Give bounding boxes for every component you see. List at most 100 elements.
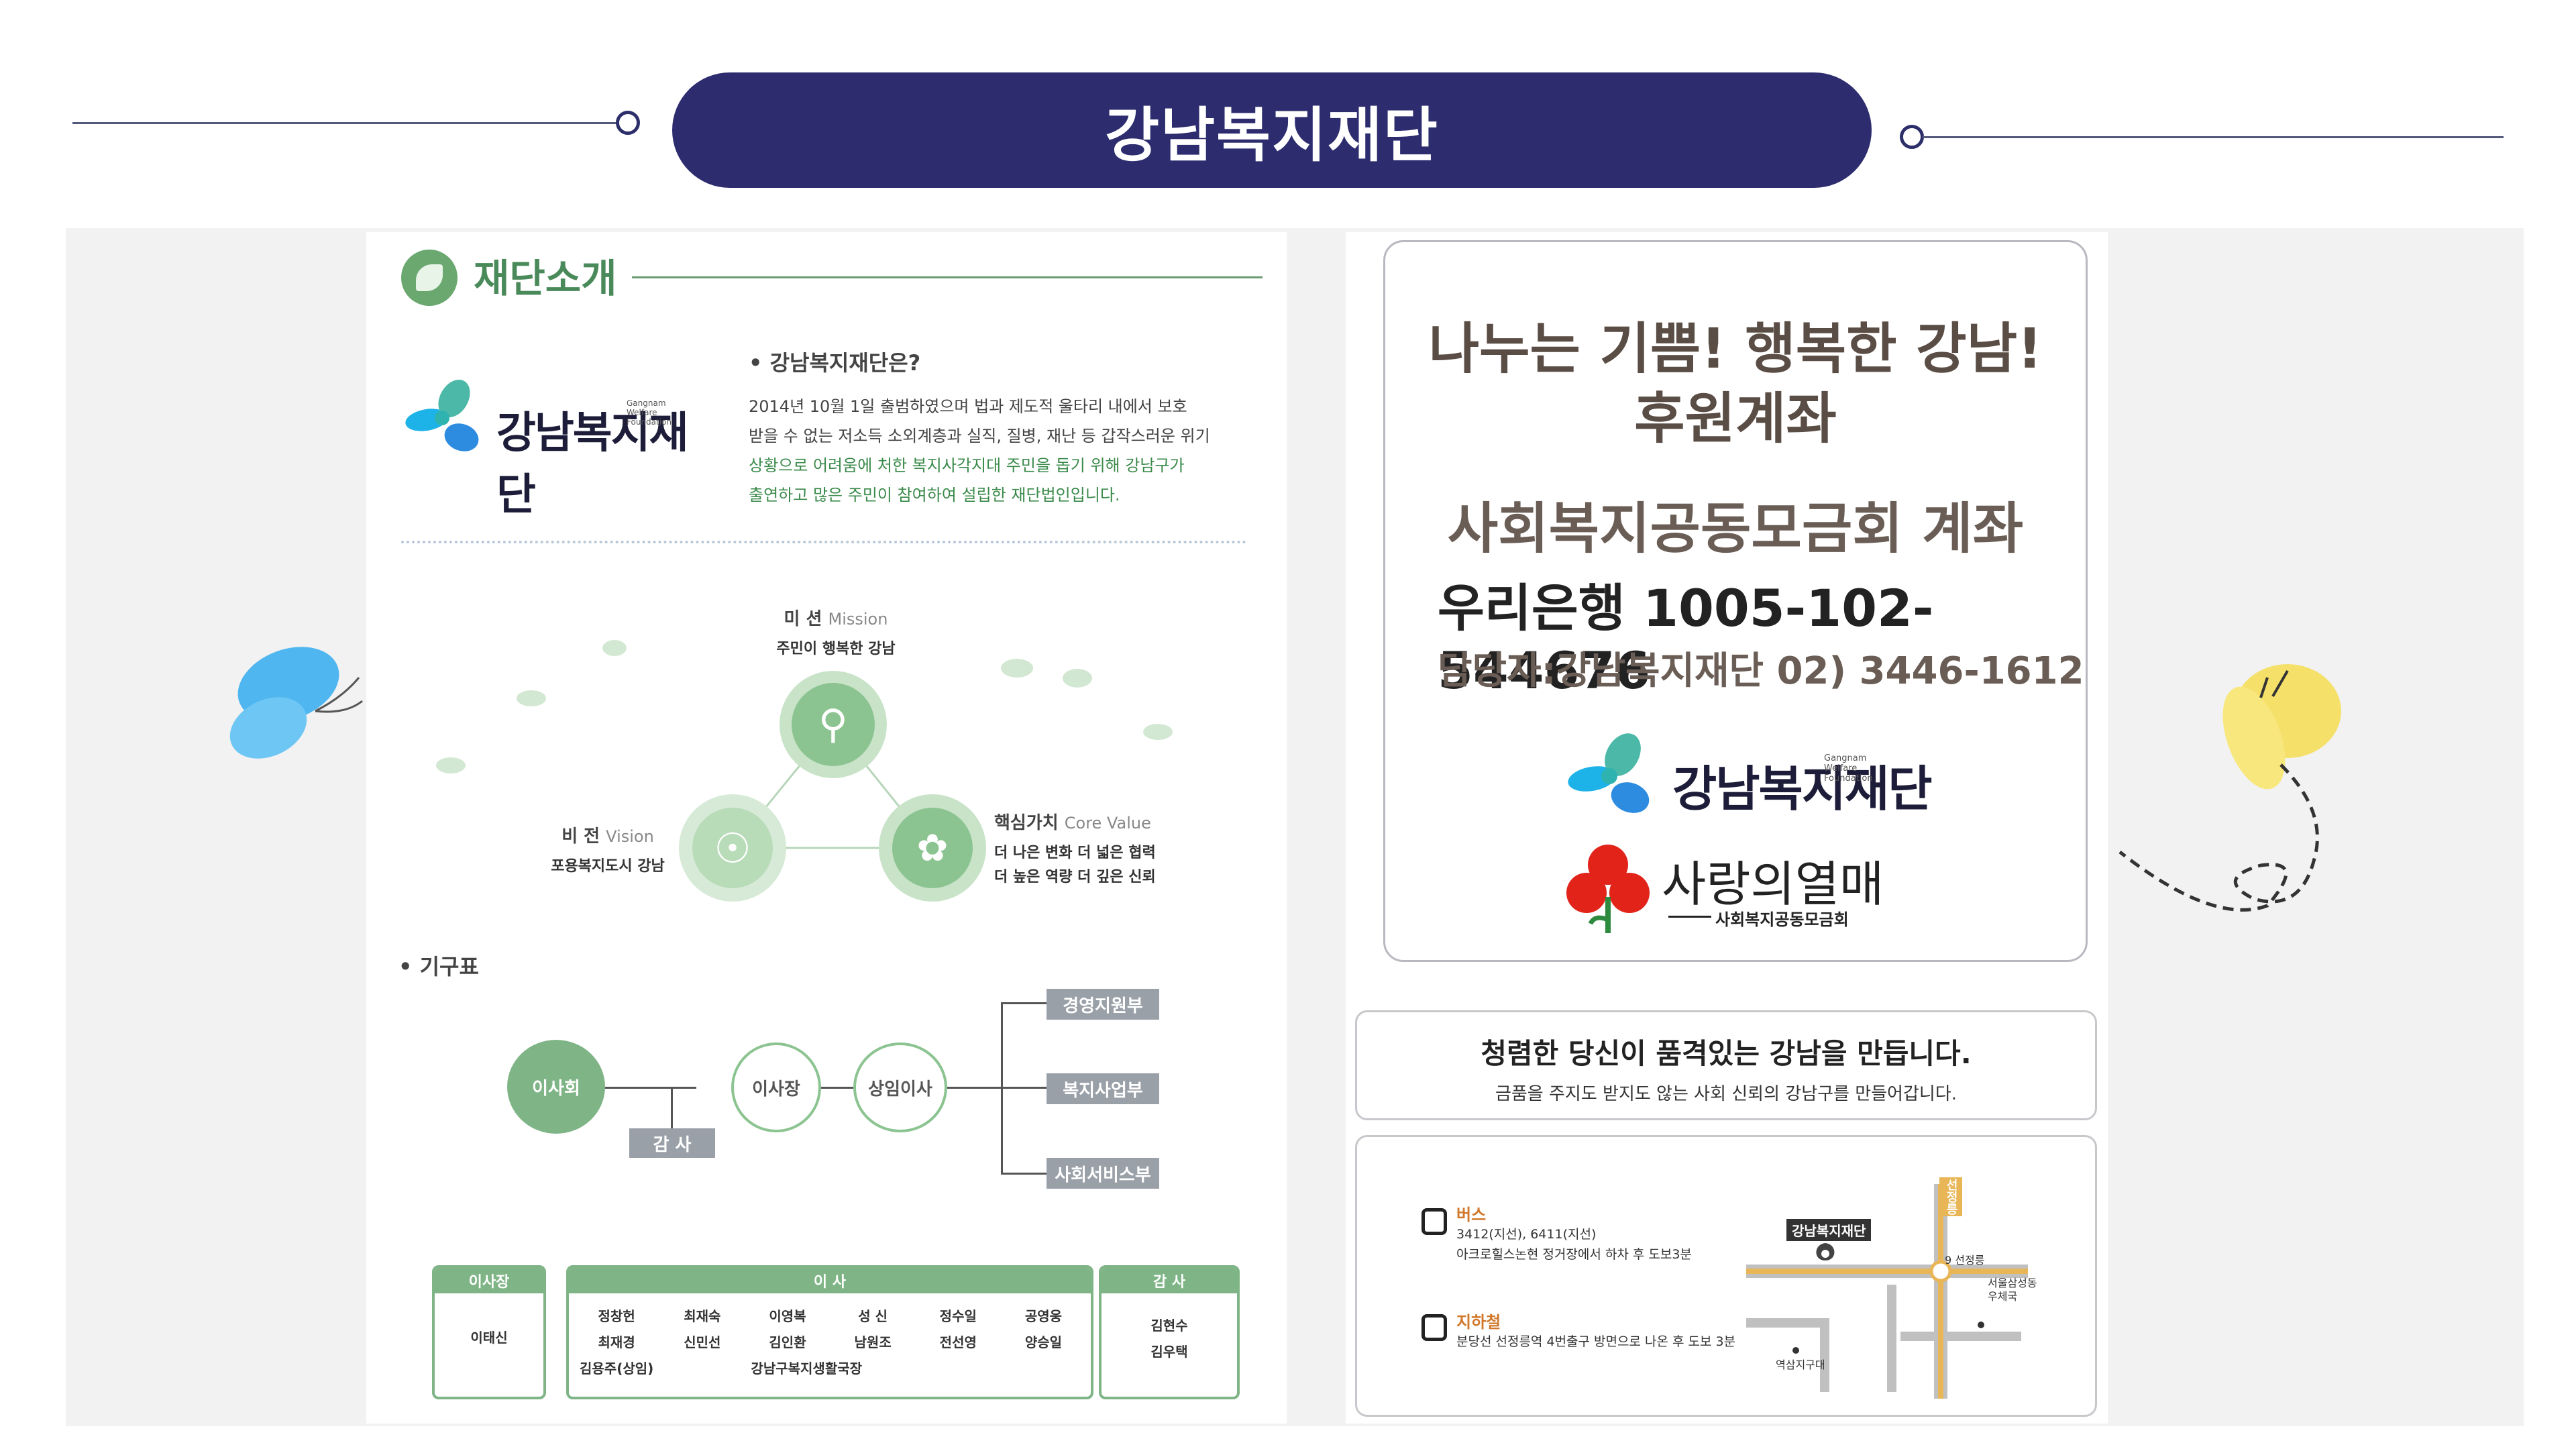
org-auditor: 감 사 xyxy=(629,1128,715,1158)
love-fruit-logo: 사랑의열매 사회복지공동모금회 xyxy=(1561,839,1937,940)
org-chart-heading: • 기구표 xyxy=(398,954,479,979)
chairman-table: 이사장 이태신 xyxy=(432,1265,546,1399)
subway-icon xyxy=(1421,1314,1447,1341)
page-title: 강남복지재단 xyxy=(672,72,1872,188)
vision-label: 비 전 Vision 포용복지도시 강남 xyxy=(551,826,665,875)
directors-table-header: 이 사 xyxy=(569,1268,1091,1293)
org-connector xyxy=(1001,1173,1046,1175)
header-line-left xyxy=(72,122,621,124)
chairman-name: 이태신 xyxy=(470,1330,508,1346)
header-dot-right xyxy=(1900,125,1924,149)
auditor-name: 김우택 xyxy=(1150,1344,1188,1360)
logo-petal-icon xyxy=(1607,777,1654,818)
subway-route: 분당선 선정릉역 4번출구 방면으로 나온 후 도보 3분 xyxy=(1456,1334,1736,1349)
director-name: 최재경 xyxy=(598,1334,635,1350)
org-connector xyxy=(1001,1002,1046,1004)
love-fruit-subtitle: 사회복지공동모금회 xyxy=(1715,910,1849,929)
intro-line: 상황으로 어려움에 처한 복지사각지대 주민을 돕기 위해 강남구가 xyxy=(749,456,1185,475)
org-connector xyxy=(557,1087,696,1089)
core-value-label: 핵심가치 Core Value 더 나은 변화 더 넓은 협력 더 높은 역량 … xyxy=(994,813,1156,885)
director-name: 김인환 xyxy=(769,1334,806,1350)
org-chairman: 이사장 xyxy=(731,1042,821,1132)
org-connector xyxy=(947,1087,1001,1089)
foundation-intro-document: 재단소개 강남복지재단 Gangnam Welfare Foundation •… xyxy=(366,232,1287,1424)
logo-wordmark: 강남복지재단 xyxy=(496,409,688,520)
vision-circle: ☉ xyxy=(679,794,786,902)
director-name: 양승일 xyxy=(1024,1334,1063,1350)
magnifier-icon: ⚲ xyxy=(818,701,848,748)
logo-subtitle: Gangnam Welfare Foundation xyxy=(627,398,672,427)
account-organization: 사회복지공동모금회 계좌 xyxy=(1447,497,2024,561)
logo-wordmark: 강남복지재단 xyxy=(1672,761,1932,817)
map-line-label: 9 선정릉 xyxy=(1945,1254,1985,1267)
org-director: 상임이사 xyxy=(853,1042,947,1132)
org-connector xyxy=(671,1087,673,1128)
director-name: 정창헌 xyxy=(598,1308,635,1324)
org-dept-welfare: 복지사업부 xyxy=(1046,1073,1159,1104)
butterfly-icon xyxy=(436,640,1173,773)
director-name: 이영복 xyxy=(769,1308,806,1324)
yellow-butterfly-icon xyxy=(2118,664,2341,912)
contact-info: 담당자:강남복지재단 02) 3446-1612 xyxy=(1438,649,2084,693)
intro-block: • 강남복지재단은? 2014년 10월 1일 출범하였으며 법과 제도적 울타… xyxy=(749,346,1265,510)
bank-account-number: 우리은행 1005-102-544676 xyxy=(1438,578,1934,700)
donation-slogan: 나누는 기쁨! 행복한 강남! 후원계좌 xyxy=(1428,317,2043,451)
dotted-divider xyxy=(401,541,1246,543)
mission-label: 미 션 Mission 주민이 행복한 강남 xyxy=(776,609,896,657)
integrity-subtext: 금품을 주지도 받지도 않는 사회 신뢰의 강남구를 만들어갑니다. xyxy=(1495,1084,1957,1104)
bus-icon xyxy=(1421,1208,1447,1235)
intro-line: 출연하고 많은 주민이 참여하여 설립한 재단법인입니다. xyxy=(749,486,1120,504)
logo-petal-icon xyxy=(435,411,449,425)
director-name: 정수일 xyxy=(939,1308,977,1324)
chairman-table-header: 이사장 xyxy=(435,1268,543,1293)
mission-circle: ⚲ xyxy=(780,671,887,778)
director-name: 최재숙 xyxy=(684,1308,721,1324)
director-name: 신민선 xyxy=(684,1334,721,1350)
org-connector xyxy=(1001,1087,1046,1089)
logo-petal-icon xyxy=(1601,768,1617,784)
integrity-heading: 청렴한 당신이 품격있는 강남을 만듭니다. xyxy=(1481,1037,1972,1070)
header-dot-left xyxy=(616,111,640,135)
director-name xyxy=(665,1358,739,1377)
map-post-office-label: 서울삼성동 우체국 xyxy=(1988,1277,2037,1303)
org-board: 이사회 xyxy=(507,1040,605,1134)
director-name: 김용주(상임) xyxy=(580,1360,654,1377)
auditor-name: 김현수 xyxy=(1150,1318,1188,1334)
director-name: 성 신 xyxy=(858,1308,888,1324)
director-name: 강남구복지생활국장 xyxy=(751,1360,863,1377)
donation-account-box: 나누는 기쁨! 행복한 강남! 후원계좌 사회복지공동모금회 계좌 우리은행 1… xyxy=(1383,240,2088,962)
director-name: 남원조 xyxy=(854,1334,892,1350)
intro-line: 받을 수 없는 저소득 소외계층과 실직, 질병, 재난 등 갑작스러운 위기 xyxy=(749,427,1210,445)
bus-heading: 버스 xyxy=(1456,1205,1487,1224)
org-connector xyxy=(820,1087,853,1089)
org-dept-management: 경영지원부 xyxy=(1046,989,1159,1020)
logo-subtitle: Gangnam Welfare Foundation xyxy=(1824,753,1873,784)
foundation-logo: 강남복지재단 Gangnam Welfare Foundation xyxy=(1566,725,1943,826)
love-fruit-icon xyxy=(1566,845,1650,933)
intro-line: 2014년 10월 1일 출범하였으며 법과 제도적 울타리 내에서 보호 xyxy=(749,397,1187,416)
auditors-table: 감 사 김현수 김우택 xyxy=(1099,1265,1240,1399)
foundation-logo: 강남복지재단 Gangnam Welfare Foundation xyxy=(403,373,714,520)
section-title-rule xyxy=(632,276,1263,278)
map-station-label: 선정릉 xyxy=(1939,1177,1962,1216)
auditors-table-header: 감 사 xyxy=(1102,1268,1237,1293)
location-map xyxy=(1746,1184,2028,1399)
director-name: 전선영 xyxy=(939,1334,977,1350)
core-value-circle: ✿ xyxy=(879,794,986,902)
blue-butterfly-icon xyxy=(229,647,363,759)
intro-heading: • 강남복지재단은? xyxy=(749,350,921,376)
love-fruit-rule xyxy=(1668,916,1711,918)
subway-heading: 지하철 xyxy=(1456,1313,1501,1332)
map-police-label: 역삼지구대 xyxy=(1776,1358,1825,1371)
mvv-triangle xyxy=(436,640,1173,849)
directors-table: 이 사 정창헌 최재숙 이영복 성 신 정수일 공영웅 최재경 신민선 김인환 … xyxy=(566,1265,1093,1399)
leaf-icon xyxy=(401,250,458,306)
directions-box: 버스 3412(지선), 6411(지선) 아크로힐스논현 정거장에서 하차 후… xyxy=(1355,1135,2097,1417)
donation-card: 나누는 기쁨! 행복한 강남! 후원계좌 사회복지공동모금회 계좌 우리은행 1… xyxy=(1346,232,2108,1424)
director-name: 공영웅 xyxy=(1024,1308,1063,1324)
love-fruit-wordmark: 사랑의열매 xyxy=(1662,856,1884,912)
section-title: 재단소개 xyxy=(474,256,617,301)
globe-icon: ☉ xyxy=(714,823,751,873)
integrity-box: 청렴한 당신이 품격있는 강남을 만듭니다. 금품을 주지도 받지도 않는 사회… xyxy=(1355,1010,2097,1120)
org-dept-social-service: 사회서비스부 xyxy=(1046,1158,1159,1189)
